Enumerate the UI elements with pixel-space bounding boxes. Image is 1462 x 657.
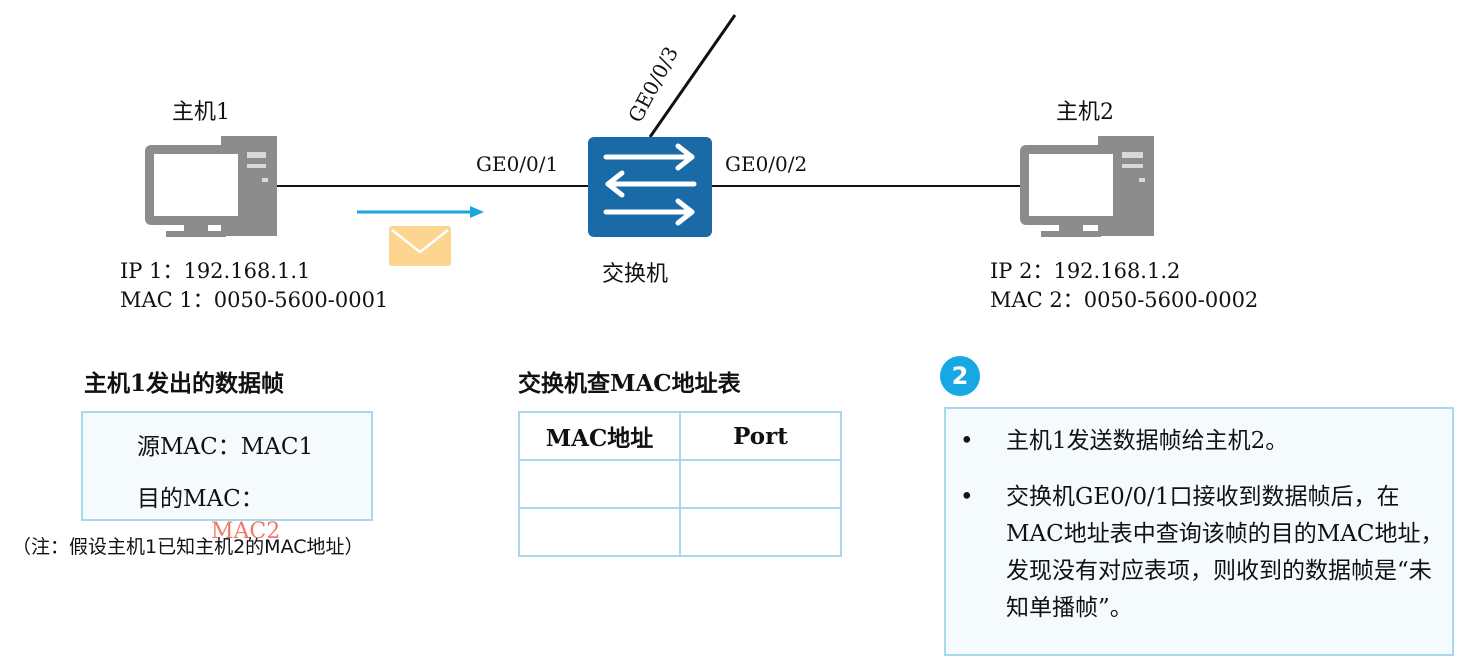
step-bullet-text: 主机1发送数据帧给主机2。 — [1006, 428, 1289, 454]
step-badge: 2 — [940, 356, 980, 396]
mac-table-header-row: MAC地址 Port — [518, 411, 842, 461]
host2-info: IP 2：192.168.1.2 MAC 2：0050-5600-0002 — [990, 257, 1258, 315]
step-description-box: • 主机1发送数据帧给主机2。 • 交换机GE0/0/1口接收到数据帧后，在MA… — [944, 407, 1454, 656]
list-item: • 交换机GE0/0/1口接收到数据帧后，在MAC地址表中查询该帧的目的MAC地… — [960, 479, 1446, 627]
frame-dst-value: MAC2 — [211, 519, 281, 544]
table-row — [518, 459, 842, 509]
frame-direction-arrow — [357, 206, 484, 218]
table-row — [518, 507, 842, 557]
host1-mac: MAC 1：0050-5600-0001 — [120, 288, 389, 312]
mac-table-header-mac: MAC地址 — [518, 411, 681, 461]
frame-note: （注：假设主机1已知主机2的MAC地址） — [12, 536, 364, 558]
table-cell — [679, 459, 842, 509]
link-switch-uplink — [648, 14, 737, 138]
envelope-icon — [389, 226, 451, 266]
port-label-ge001: GE0/0/1 — [476, 152, 559, 176]
mac-address-table: MAC地址 Port — [518, 411, 842, 557]
frame-dst-mac: 目的MAC： — [137, 486, 264, 512]
host1-name: 主机1 — [172, 100, 230, 125]
host2-computer-icon — [1020, 136, 1154, 237]
bullet-icon: • — [960, 428, 974, 454]
frame-section-title: 主机1发出的数据帧 — [84, 370, 285, 397]
step-bullet-text: 交换机GE0/0/1口接收到数据帧后，在MAC地址表中查询该帧的目的MAC地址，… — [1006, 484, 1444, 621]
mac-table-title: 交换机查MAC地址表 — [518, 370, 741, 397]
port-label-ge003: GE0/0/3 — [623, 42, 683, 126]
port-label-ge002: GE0/0/2 — [725, 152, 808, 176]
bullet-icon: • — [960, 484, 974, 510]
host2-ip: IP 2：192.168.1.2 — [990, 259, 1181, 283]
switch-name: 交换机 — [602, 262, 669, 287]
host1-ip: IP 1：192.168.1.1 — [120, 259, 311, 283]
switch-icon — [588, 137, 712, 237]
host2-name: 主机2 — [1056, 100, 1114, 125]
host2-mac: MAC 2：0050-5600-0002 — [990, 288, 1259, 312]
table-cell — [518, 507, 681, 557]
table-cell — [518, 459, 681, 509]
list-item: • 主机1发送数据帧给主机2。 — [960, 423, 1446, 460]
frame-src-mac: 源MAC：MAC1 — [137, 434, 314, 460]
mac-table-header-port: Port — [679, 411, 842, 461]
host1-computer-icon — [145, 136, 277, 237]
table-cell — [679, 507, 842, 557]
host1-info: IP 1：192.168.1.1 MAC 1：0050-5600-0001 — [120, 257, 388, 315]
frame-box: 源MAC：MAC1 目的MAC： — [81, 411, 373, 521]
